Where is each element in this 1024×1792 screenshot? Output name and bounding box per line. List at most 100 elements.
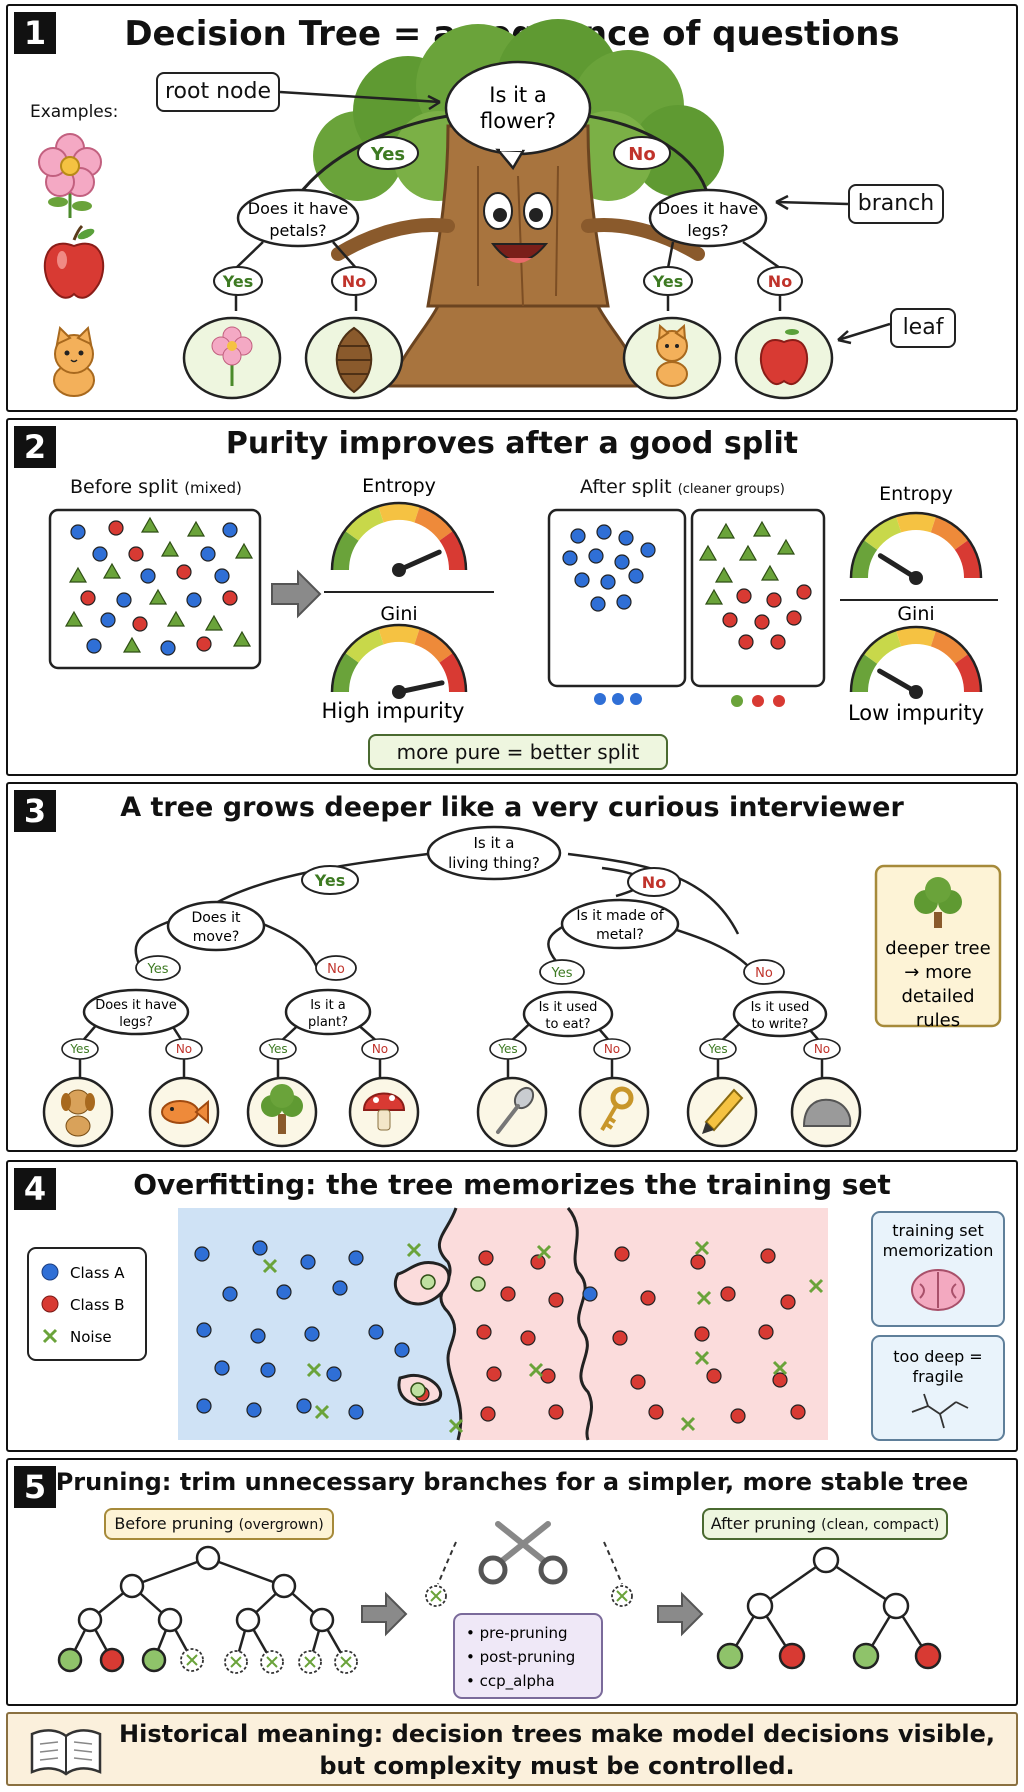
svg-text:No: No: [327, 962, 345, 977]
after-summary-dots: [594, 693, 785, 707]
gauge-segment: [930, 631, 968, 665]
panel-3-art: Is it a living thing? Yes No Does it mov…: [42, 825, 1002, 1148]
data-point: [140, 516, 160, 533]
data-point: [196, 1398, 212, 1414]
data-point: [758, 1324, 774, 1340]
data-point: [194, 1246, 210, 1262]
data-point: [102, 562, 122, 579]
data-point: [574, 572, 590, 588]
data-point: [140, 568, 156, 584]
entropy-label-right: Entropy: [879, 483, 953, 505]
root-question-line1: Is it a: [489, 83, 546, 107]
gauge-segment: [954, 540, 980, 579]
side-note-line4: rules: [916, 1010, 960, 1031]
data-point: [160, 640, 176, 656]
data-point: [582, 1286, 598, 1302]
gauge-segment: [852, 654, 878, 693]
data-point: [332, 1280, 348, 1296]
svg-text:to write?: to write?: [752, 1017, 809, 1032]
footer-line-1: Historical meaning: decision trees make …: [119, 1720, 995, 1748]
data-point: [760, 1248, 776, 1264]
data-point: [540, 1368, 556, 1384]
method-ccp-alpha: • ccp_alpha: [466, 1672, 555, 1691]
data-point: [222, 1286, 238, 1302]
data-point: [614, 554, 630, 570]
data-point: [80, 590, 96, 606]
p3-level2-labels: Yes No Yes No: [135, 955, 785, 985]
data-point: [348, 1404, 364, 1420]
data-point: [368, 1324, 384, 1340]
data-point: [186, 592, 202, 608]
tree-node: [852, 1642, 880, 1670]
p3-node-move: Does it move?: [166, 900, 266, 952]
data-point: [204, 614, 224, 631]
leaf-edge-label: [165, 1038, 203, 1060]
leaf-edge-label: [803, 1038, 841, 1060]
svg-text:Yes: Yes: [222, 272, 254, 291]
tree-node: [157, 1607, 183, 1633]
gauge-segment: [333, 653, 359, 693]
gini-gauge-high: [330, 623, 468, 699]
p1-yes-edge-label: Yes: [357, 136, 419, 170]
data-point: [640, 542, 656, 558]
branch-callout: branch: [848, 184, 944, 224]
gauge-segment: [378, 626, 420, 645]
data-point: [520, 1330, 536, 1346]
data-point: [570, 528, 586, 544]
p3-node-plant: Is it a plant?: [284, 988, 372, 1036]
data-point: [790, 1404, 806, 1420]
data-point: [690, 1254, 706, 1270]
panel-5: 5 Pruning: trim unnecessary branches for…: [6, 1458, 1018, 1706]
data-point: [614, 1246, 630, 1262]
leaf-edge-label-text: No: [372, 1042, 388, 1056]
data-point: [186, 520, 206, 537]
fragile-note-line1: too deep =: [893, 1347, 982, 1366]
high-impurity-label: High impurity: [321, 699, 464, 723]
data-point: [246, 1402, 262, 1418]
data-point: [738, 634, 754, 650]
leaf-edge-label-text: No: [604, 1042, 620, 1056]
data-point: [754, 614, 770, 630]
data-point: [260, 1362, 276, 1378]
svg-text:living thing?: living thing?: [448, 854, 540, 872]
data-point: [704, 588, 724, 605]
panel-4-number: 4: [14, 1168, 56, 1210]
noise-point: [314, 1404, 330, 1420]
data-point: [252, 1240, 268, 1256]
data-point: [722, 612, 738, 628]
mislabeled-point: [420, 1274, 436, 1290]
tree-node: [235, 1607, 261, 1633]
noise-point: [528, 1362, 544, 1378]
noise-point: [696, 1290, 712, 1306]
p3-level1-labels: Yes No: [301, 865, 681, 897]
data-point: [200, 546, 216, 562]
leaf-pencil: [686, 1076, 758, 1148]
tree-edge: [759, 1558, 827, 1608]
leaf-edge-label: [489, 1038, 527, 1060]
gauge-hub: [392, 563, 406, 577]
data-point: [760, 564, 780, 581]
svg-text:Yes: Yes: [314, 871, 346, 890]
tree-after-pruning: [716, 1546, 942, 1670]
gauge-segment: [439, 531, 465, 571]
tree-before-pruning: [57, 1545, 358, 1674]
tree-node: [746, 1592, 774, 1620]
leaf-edge-label-text: Yes: [69, 1042, 89, 1056]
fragile-note-line2: fragile: [913, 1367, 964, 1386]
data-point: [530, 1254, 546, 1270]
pruned-mark: [304, 1656, 316, 1668]
cat-icon: [53, 325, 95, 397]
leaf-edge-label: [699, 1038, 737, 1060]
after-pruning-label: After pruning (clean, compact): [702, 1508, 948, 1540]
panel-3: 3 A tree grows deeper like a very curiou…: [6, 782, 1018, 1152]
data-point: [234, 542, 254, 559]
leaf-edge-label: [593, 1038, 631, 1060]
leaf-spoon: [476, 1076, 548, 1148]
gauge-rim: [849, 511, 983, 579]
tree-node: [778, 1642, 806, 1670]
gauge-needle: [877, 668, 919, 695]
memorization-note-line1: training set: [892, 1221, 984, 1240]
data-point: [588, 548, 604, 564]
legend-noise: Noise: [70, 1328, 112, 1346]
